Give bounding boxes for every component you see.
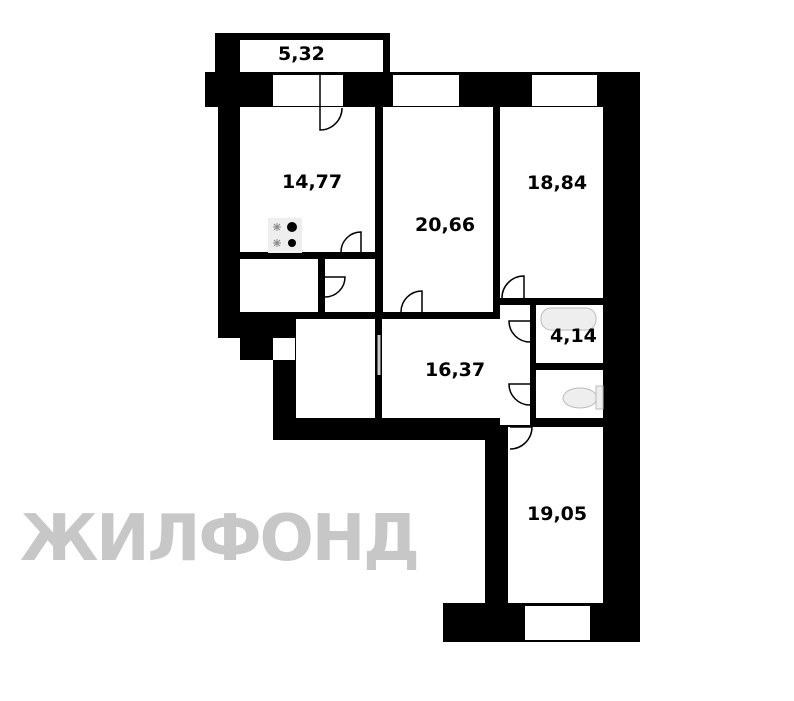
entrance-opening — [273, 338, 295, 360]
room-closet — [325, 259, 375, 312]
door-living — [400, 290, 423, 313]
room-wardrobe — [296, 319, 375, 418]
door-kitchen — [340, 231, 362, 253]
room-storage — [240, 259, 318, 312]
room-bedroom-2 — [508, 427, 603, 603]
window-bedroom-1 — [532, 75, 597, 106]
toilet-icon — [562, 385, 604, 410]
balcony — [240, 40, 383, 72]
room-kitchen — [240, 107, 375, 252]
window-bedroom-2 — [525, 606, 590, 640]
room-bedroom-1 — [500, 107, 603, 298]
area-bedroom-2: 19,05 — [527, 503, 587, 525]
room-living — [383, 107, 493, 312]
stove-icon — [268, 218, 302, 253]
area-kitchen: 14,77 — [282, 171, 342, 193]
door-bedroom-1 — [501, 275, 525, 299]
area-hallway: 16,37 — [425, 359, 485, 381]
door-kitchen-balcony — [319, 107, 343, 131]
door-wc — [508, 383, 531, 406]
door-bathroom — [508, 320, 531, 343]
door-bedroom-2 — [509, 426, 533, 450]
area-living: 20,66 — [415, 214, 475, 236]
door-closet — [324, 276, 346, 298]
area-bedroom-1: 18,84 — [527, 172, 587, 194]
bathtub-icon — [540, 307, 597, 331]
door-entrance — [251, 337, 273, 359]
area-bathroom: 4,14 — [550, 325, 597, 347]
window-living — [393, 75, 459, 106]
watermark: ЖИЛФОНД — [20, 502, 420, 576]
area-balcony: 5,32 — [278, 43, 325, 65]
room-hallway-corridor — [500, 305, 530, 425]
window-kitchen — [273, 75, 343, 106]
